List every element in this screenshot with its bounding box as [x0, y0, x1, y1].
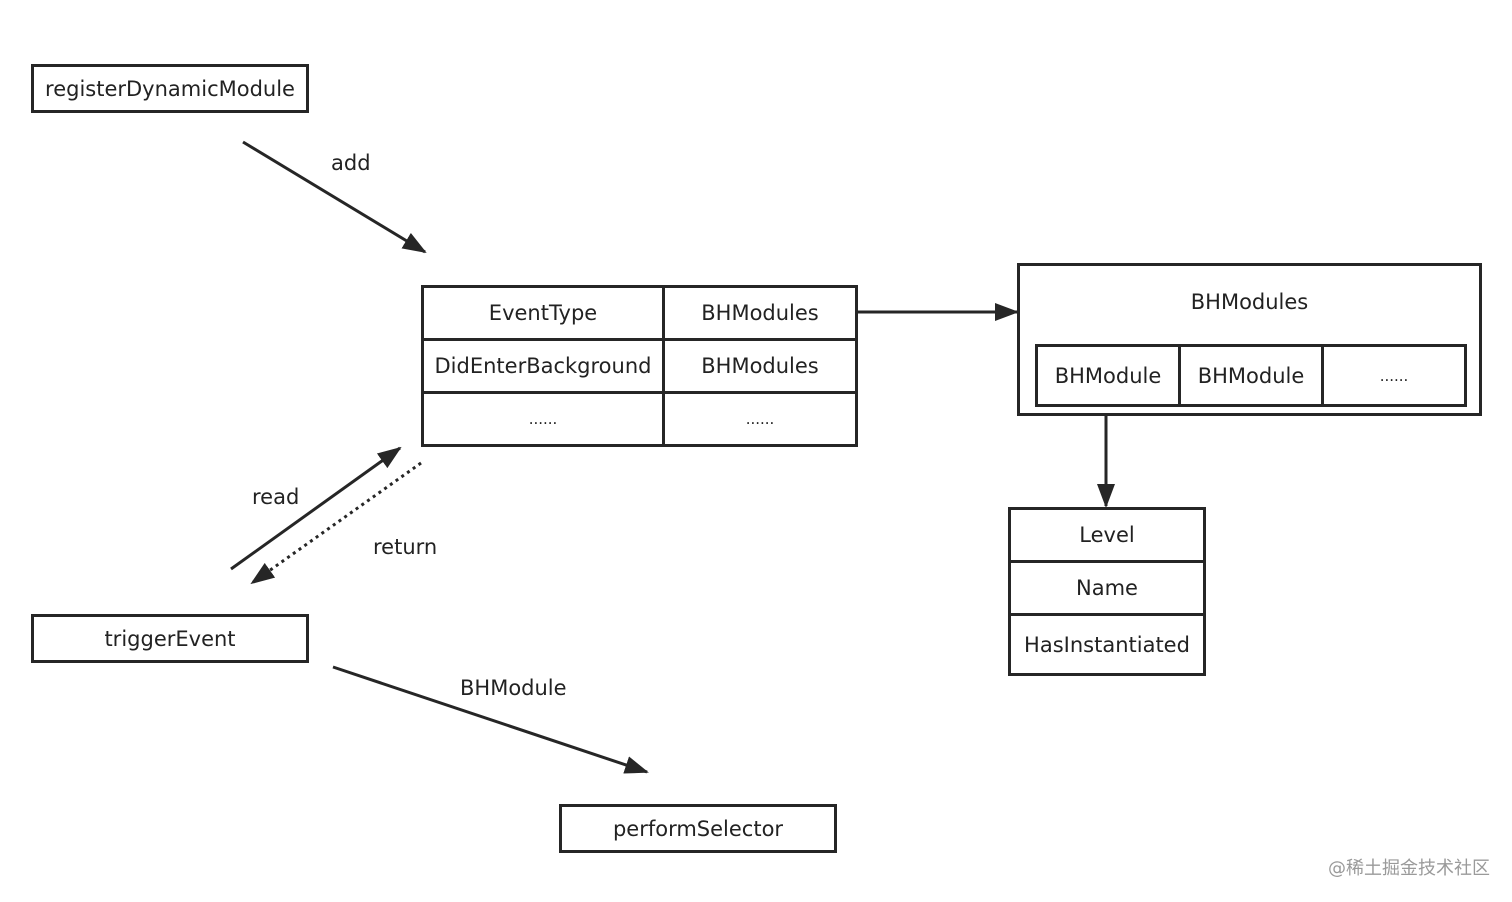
bhmodule-edge-label: BHModule [460, 676, 567, 700]
trigger-event-node: triggerEvent [31, 614, 309, 663]
return-edge-label: return [373, 535, 438, 559]
event-table-cell: ...... [424, 394, 662, 444]
trigger-event-label: triggerEvent [104, 626, 236, 651]
register-dynamic-module-label: registerDynamicModule [45, 76, 295, 101]
event-table-cell: ...... [665, 394, 855, 444]
property-has-instantiated: HasInstantiated [1011, 616, 1203, 673]
read-edge-label: read [252, 485, 300, 509]
bhmodules-container: BHModules BHModule BHModule ...... [1017, 263, 1482, 416]
bhmodules-title: BHModules [1190, 290, 1309, 314]
return-arrow [250, 461, 422, 585]
bhmodule-item: BHModule [1038, 347, 1178, 404]
bhmodule-item: ...... [1324, 347, 1464, 404]
add-edge-label: add [331, 151, 371, 175]
bhmodule-item: BHModule [1181, 347, 1321, 404]
module-properties-table: Level Name HasInstantiated [1008, 507, 1206, 676]
event-table-header-bhmodules: BHModules [665, 288, 855, 338]
property-name: Name [1011, 563, 1203, 613]
watermark: @稀土掘金技术社区 [1328, 858, 1490, 879]
event-table-header-eventtype: EventType [424, 288, 662, 338]
perform-selector-label: performSelector [612, 816, 784, 841]
event-table: EventType BHModules DidEnterBackground B… [421, 285, 858, 447]
perform-selector-node: performSelector [559, 804, 837, 853]
bhmodule-list: BHModule BHModule ...... [1035, 344, 1467, 407]
property-level: Level [1011, 510, 1203, 560]
event-table-cell: BHModules [665, 341, 855, 391]
register-dynamic-module-node: registerDynamicModule [31, 64, 309, 113]
event-table-cell: DidEnterBackground [424, 341, 662, 391]
